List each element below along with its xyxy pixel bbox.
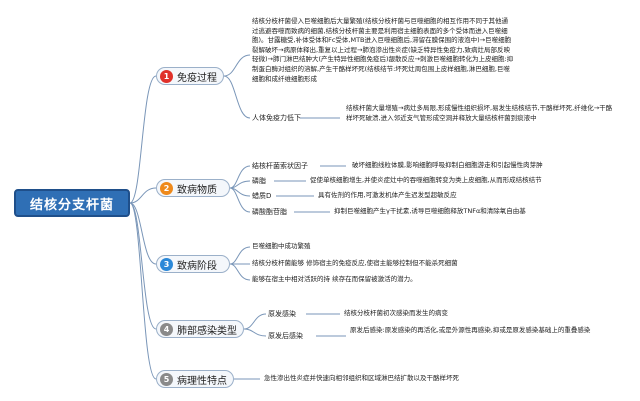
link-b4-c2 — [243, 328, 267, 337]
branch-node-5[interactable]: 5 病理性特点 — [156, 370, 234, 388]
link-root-b1 — [129, 75, 157, 204]
leaf-post-primary-infection: 原发后感染:原发感染的再活化,或是外源性再感染,抑或是原发感染基础上的重叠感染 — [350, 326, 591, 334]
link-b1-c2 — [223, 75, 251, 119]
leaf-cord-factor: 破坏细胞线粒体膜,影响细胞呼吸抑制白细胞游走和引起慢性肉芽肿 — [352, 161, 543, 169]
link-root-b5 — [129, 202, 157, 380]
link-root-b3 — [129, 202, 157, 265]
branch-number-badge: 5 — [160, 372, 173, 386]
sub-low-immunity: 人体免疫力低下 — [252, 114, 301, 122]
link-b2-c1 — [229, 165, 251, 189]
link-root-b2 — [129, 187, 157, 204]
sub-wax-d: 蜡质D — [252, 192, 272, 200]
sub-post-primary-infection: 原发后感染 — [268, 332, 303, 340]
branch-node-4[interactable]: 4 肺部感染类型 — [156, 320, 244, 338]
branch-number-badge: 4 — [160, 322, 173, 336]
branch-number-badge: 1 — [160, 69, 173, 83]
sub-phospholipid: 磷脂 — [252, 177, 266, 185]
root-node[interactable]: 结核分支杆菌 — [14, 189, 130, 217]
branch-label: 致病物质 — [177, 184, 217, 196]
leaf-stage-1: 巨噬细胞中成功繁殖 — [252, 242, 311, 250]
branch-node-1[interactable]: 1 免疫过程 — [156, 67, 224, 85]
sub-phosphatide: 磷酸酯苷脂 — [252, 208, 287, 216]
branch-label: 肺部感染类型 — [177, 325, 237, 337]
branch-number-badge: 2 — [160, 181, 173, 195]
link-b3-c1 — [229, 246, 251, 265]
link-b3-c3 — [229, 263, 251, 281]
leaf-stage-3: 能够在宿主中相对活跃的持 续存在而保留被激活的潜力。 — [252, 275, 417, 283]
leaf-low-immunity: 结核杆菌大量增殖→病灶多局限,形成慢性组织损坏,易发生结核结节,干酪样坏死,纤维… — [346, 104, 613, 122]
branch-label: 免疫过程 — [177, 72, 217, 84]
branch-number-badge: 3 — [160, 257, 173, 271]
branch-label: 病理性特点 — [177, 375, 227, 387]
link-root-b4 — [129, 202, 157, 330]
leaf-wax-d: 具有佐剂的作用,可激发机体产生迟发型超敏反应 — [318, 191, 457, 199]
branch-node-3[interactable]: 3 致病阶段 — [156, 255, 230, 273]
link-b1-c1 — [223, 54, 251, 77]
leaf-immune-process: 结核分枝杆菌侵入巨噬细胞后大量繁殖(结核分枝杆菌与巨噬细胞的相互作用不同于其他通… — [252, 17, 514, 83]
sub-primary-infection: 原发感染 — [268, 310, 296, 318]
sub-cord-factor: 结核杆菌索状因子 — [252, 162, 308, 170]
link-b4-c1 — [243, 313, 267, 330]
leaf-pathology: 急性渗出性炎症并快速向相邻组织和区域淋巴结扩散以及干酪样坏死 — [264, 374, 459, 382]
branch-node-2[interactable]: 2 致病物质 — [156, 179, 230, 197]
branch-label: 致病阶段 — [177, 260, 217, 272]
leaf-phosphatide: 抑制巨噬细胞产生γ干扰素,诱导巨噬细胞释放TNFα和清除氧自由基 — [334, 207, 526, 215]
leaf-primary-infection: 结核分枝杆菌初次感染而发生的病变 — [344, 309, 448, 317]
link-b2-c4 — [229, 187, 251, 213]
leaf-phospholipid: 促使单核细胞增生,并使炎症灶中的吞噬细胞转变为类上皮细胞,从而形成结核结节 — [310, 176, 542, 184]
leaf-stage-2: 结核分枝杆菌能够 修饰宿主的免疫反应,使宿主能够控制但不能杀死细菌 — [252, 259, 458, 267]
